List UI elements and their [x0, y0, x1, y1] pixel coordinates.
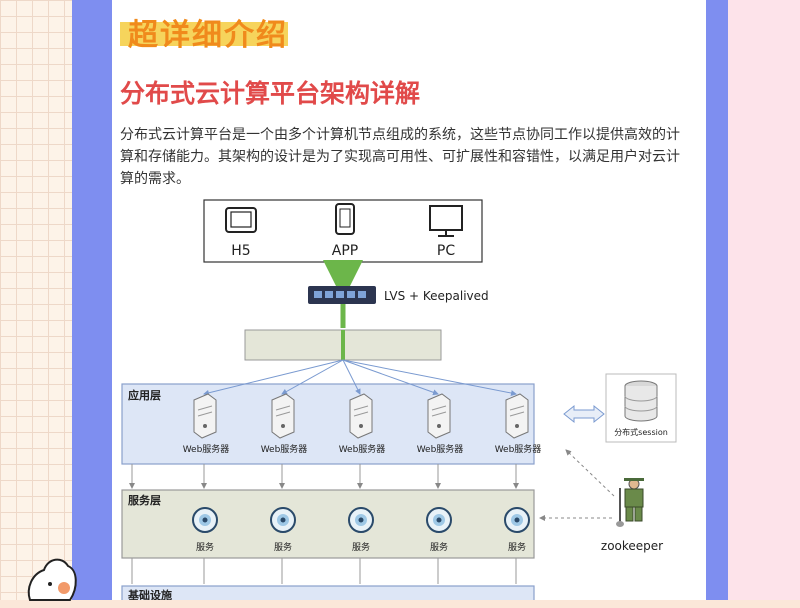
- cartoon-mascot-icon: [27, 558, 77, 601]
- service-icon-5: [504, 507, 530, 533]
- service-label-3: 服务: [352, 541, 370, 553]
- service-label-1: 服务: [196, 541, 214, 553]
- web-server-5: [505, 393, 529, 439]
- intro-paragraph: 分布式云计算平台是一个由多个计算机节点组成的系统，这些节点协同工作以提供高效的计…: [120, 127, 680, 187]
- article-title: 分布式云计算平台架构详解: [120, 79, 421, 108]
- left-stripe: [72, 0, 112, 600]
- client-label-app: APP: [332, 243, 358, 259]
- app-to-service-arrows: [129, 464, 519, 489]
- service-layer-title: 服务层: [128, 493, 161, 507]
- right-margin: [728, 0, 800, 600]
- session-label: 分布式session: [614, 427, 668, 437]
- web-server-label-3: Web服务器: [339, 443, 386, 455]
- monitor-icon: [429, 205, 463, 237]
- web-server-label-4: Web服务器: [417, 443, 464, 455]
- web-server-4: [427, 393, 451, 439]
- app-layer-title: 应用层: [128, 388, 161, 402]
- zookeeper-label: zookeeper: [601, 539, 663, 553]
- lb-label: LVS + Keepalived: [384, 289, 489, 303]
- service-label-2: 服务: [274, 541, 292, 553]
- tablet-icon: [225, 207, 257, 233]
- web-server-label-1: Web服务器: [183, 443, 230, 455]
- client-label-h5: H5: [231, 243, 250, 259]
- service-icon-1: [192, 507, 218, 533]
- gateway-fanout-arrows: [203, 359, 517, 396]
- infra-layer-title: 基础设施: [127, 588, 172, 600]
- badge-highlight: [120, 22, 288, 46]
- right-stripe: [706, 0, 728, 600]
- infra-layer-box: [121, 585, 535, 600]
- phone-icon: [335, 203, 355, 235]
- app-layer-box: [121, 383, 535, 465]
- web-server-label-2: Web服务器: [261, 443, 308, 455]
- database-icon: [624, 380, 658, 422]
- service-label-4: 服务: [430, 541, 448, 553]
- web-server-2: [271, 393, 295, 439]
- header-badge: 超详细介绍: [120, 6, 288, 53]
- service-icon-2: [270, 507, 296, 533]
- client-label-pc: PC: [437, 243, 455, 259]
- grid-background-left: [0, 0, 72, 600]
- service-icon-4: [426, 507, 452, 533]
- web-server-3: [349, 393, 373, 439]
- service-icon-3: [348, 507, 374, 533]
- service-to-infra-arrows: [131, 558, 517, 584]
- badge-text: 超详细介绍: [128, 18, 288, 53]
- zookeeper-dashed-arrows: [539, 449, 615, 521]
- web-server-label-5: Web服务器: [495, 443, 542, 455]
- service-label-5: 服务: [508, 541, 526, 553]
- zookeeper-figure-icon: [616, 478, 644, 527]
- switch-icon: [308, 286, 376, 304]
- architecture-diagram: H5 APP PC LVS + Keepalived 应用层: [121, 199, 677, 600]
- web-server-1: [193, 393, 217, 439]
- service-layer-box: [121, 489, 535, 559]
- session-double-arrow: [563, 404, 605, 424]
